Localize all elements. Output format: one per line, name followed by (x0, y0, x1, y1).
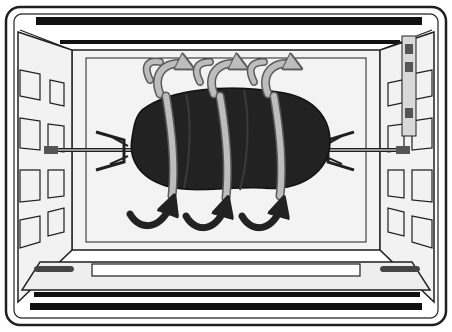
rotisserie-socket (402, 36, 416, 136)
bottom-tray (22, 262, 430, 290)
